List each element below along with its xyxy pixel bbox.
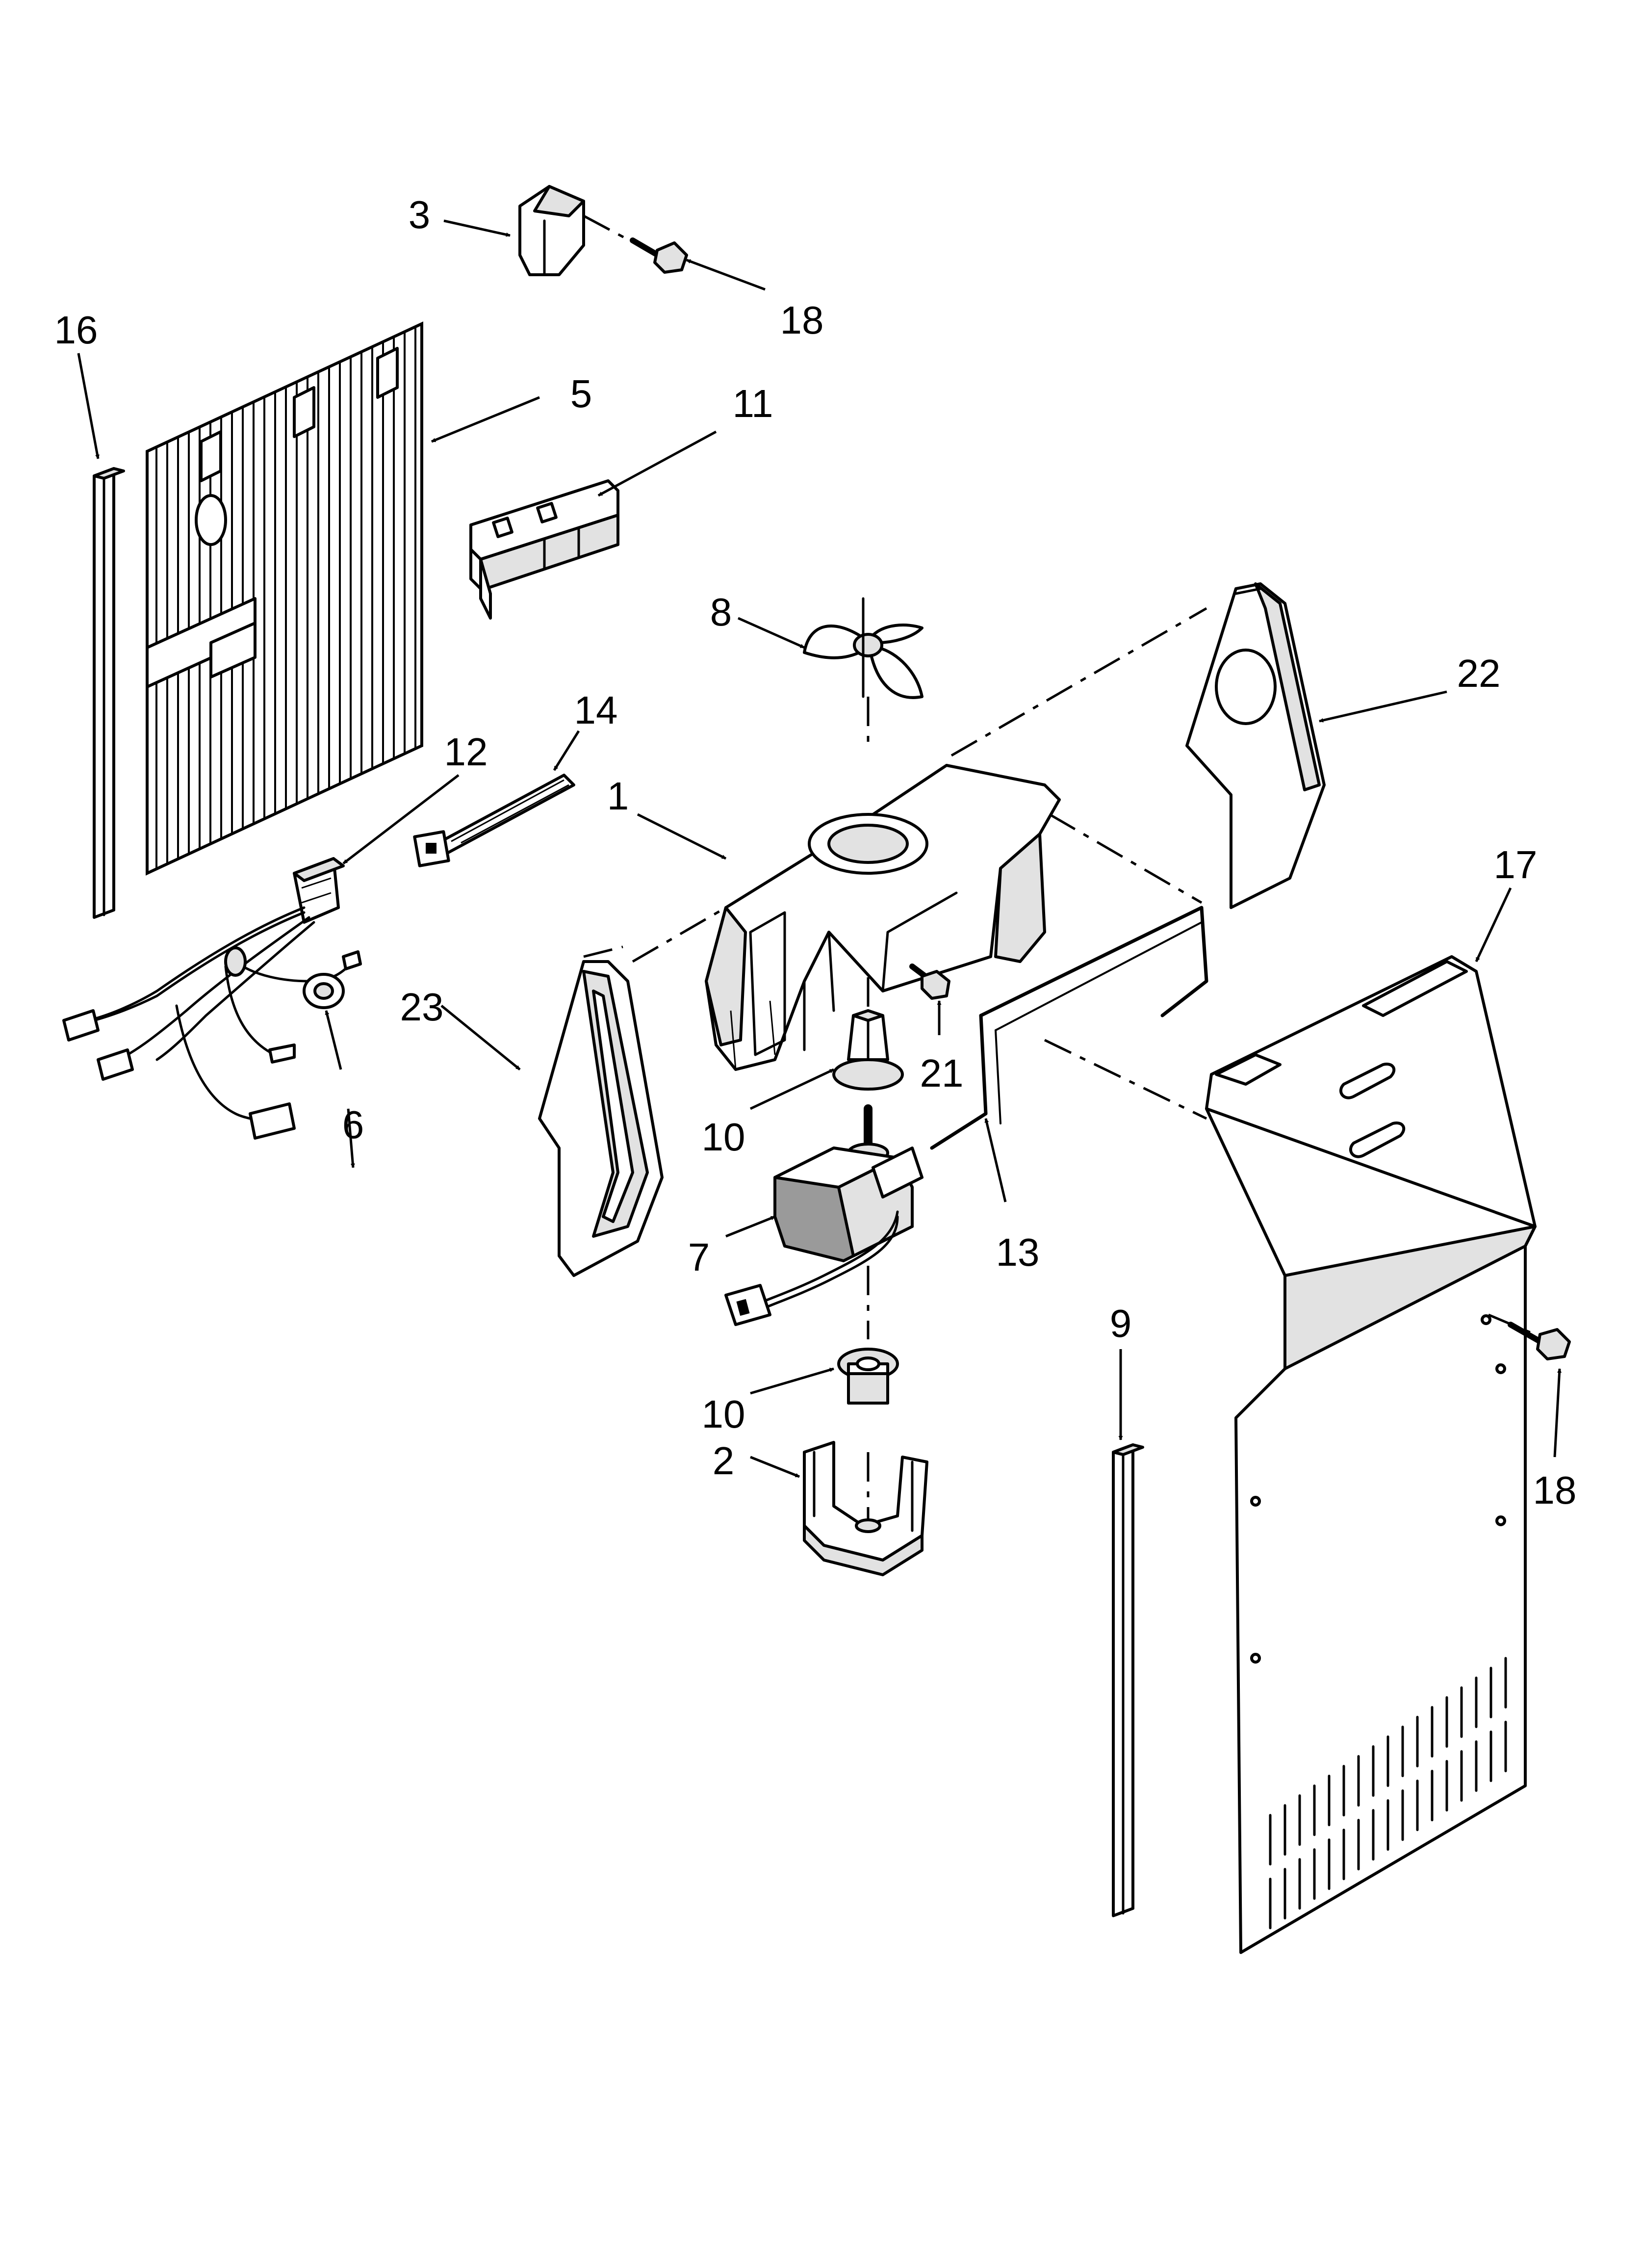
part-21-screw xyxy=(909,964,950,1000)
callout-5: 5 xyxy=(570,372,592,416)
part-12-wire-harness xyxy=(62,857,362,1140)
callout-23: 23 xyxy=(400,985,444,1029)
callout-18-right: 18 xyxy=(1533,1468,1577,1512)
callout-11: 11 xyxy=(732,382,773,425)
part-13-wire-bracket xyxy=(930,906,1208,1150)
callout-13: 13 xyxy=(996,1230,1040,1274)
callout-1: 1 xyxy=(607,774,629,818)
callout-8: 8 xyxy=(710,590,732,634)
callout-labels: 3 18 16 5 11 8 14 22 12 1 17 23 21 6 10 … xyxy=(54,193,1577,1512)
callout-3: 3 xyxy=(409,193,431,236)
part-2-motor-bracket xyxy=(803,1441,928,1576)
callout-18-top: 18 xyxy=(780,298,824,342)
part-14-cable-tie xyxy=(413,774,575,867)
part-10-bushing-upper xyxy=(832,1009,904,1091)
part-9-gasket-strip xyxy=(1112,1443,1144,1917)
callout-9: 9 xyxy=(1110,1302,1132,1345)
part-16-gasket-strip xyxy=(93,467,125,919)
part-18-screw-right xyxy=(1488,1313,1571,1360)
part-6-grommet xyxy=(303,973,345,1009)
callout-17: 17 xyxy=(1494,843,1538,886)
callout-7: 7 xyxy=(688,1235,710,1279)
callout-2: 2 xyxy=(713,1439,735,1483)
callout-12: 12 xyxy=(444,730,488,774)
callout-21: 21 xyxy=(920,1051,964,1095)
part-3-trim-piece xyxy=(518,185,585,276)
part-5-evaporator-cover xyxy=(146,321,423,876)
callout-16: 16 xyxy=(54,308,98,352)
leader-lines xyxy=(77,219,1562,1478)
part-7-fan-motor xyxy=(724,1104,924,1326)
callout-10-lower: 10 xyxy=(702,1392,745,1436)
part-10-bushing-lower xyxy=(837,1348,899,1405)
part-22-right-baffle xyxy=(1185,582,1326,909)
part-8-fan-blade xyxy=(803,597,924,699)
part-23-left-baffle xyxy=(538,960,664,1277)
vent-slots xyxy=(1269,1657,1507,1929)
callout-6: 6 xyxy=(342,1103,364,1147)
callout-14: 14 xyxy=(574,688,618,732)
part-18-screw-top xyxy=(630,237,688,274)
callout-10-upper: 10 xyxy=(702,1115,745,1159)
callout-22: 22 xyxy=(1457,652,1501,695)
part-17-rear-panel xyxy=(1205,955,1537,1954)
part-11-bracket xyxy=(469,479,619,620)
part-1-fan-shroud xyxy=(705,764,1061,1071)
